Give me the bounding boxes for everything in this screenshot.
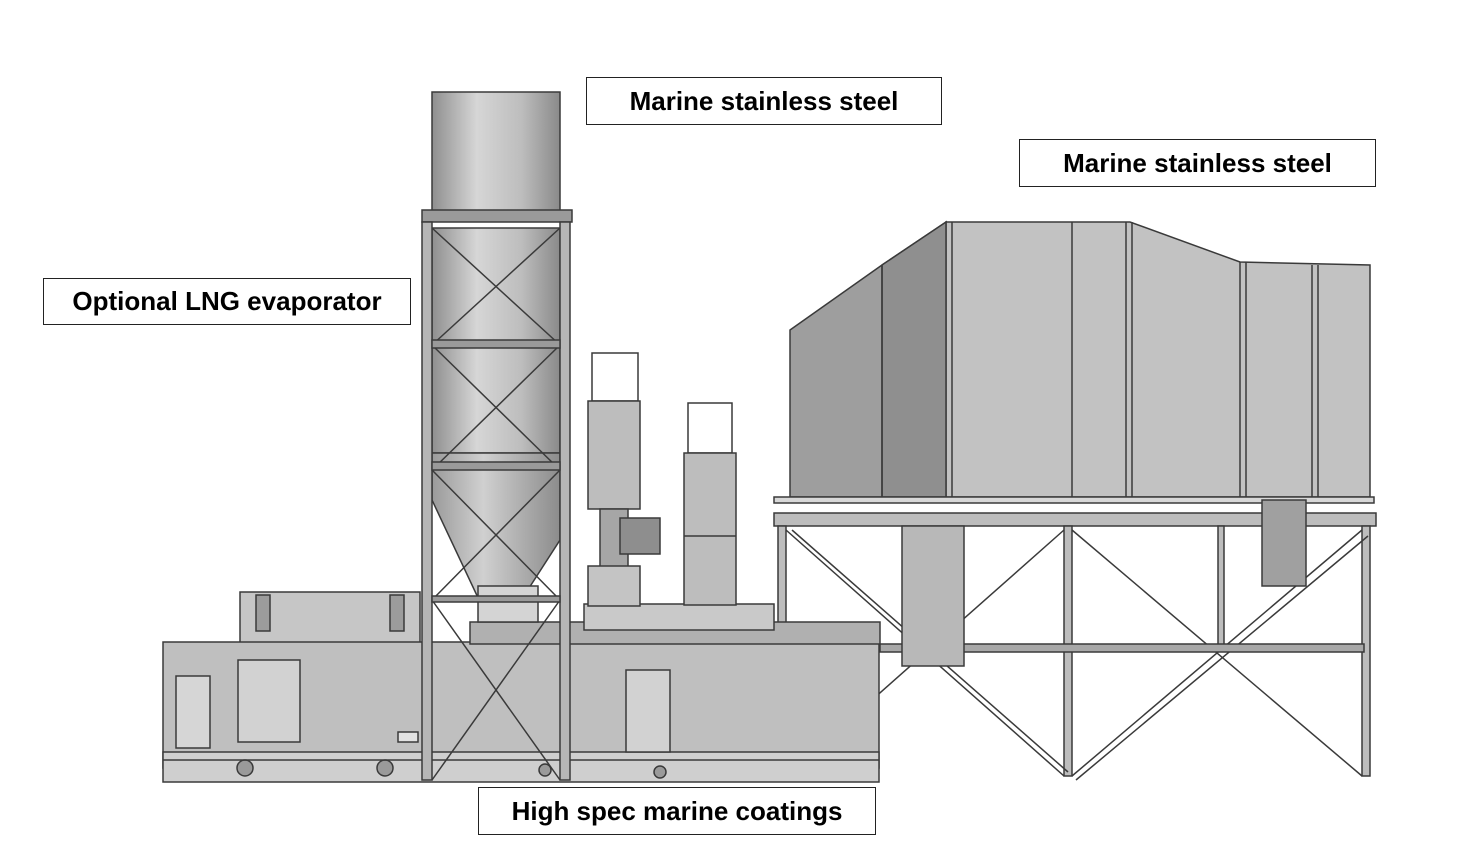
- marine-coatings-label: High spec marine coatings: [478, 787, 876, 835]
- vent-stack-1: [587, 352, 661, 607]
- stack-material-label: Marine stainless steel: [586, 77, 942, 125]
- exhaust-stack: [421, 91, 573, 781]
- vent-stack-2: [683, 402, 737, 606]
- duct-support-frame: [773, 496, 1377, 781]
- base-enclosure: [162, 591, 881, 783]
- exhaust-duct: [789, 220, 1371, 498]
- lng-evaporator-label: Optional LNG evaporator: [43, 278, 411, 325]
- duct-material-label: Marine stainless steel: [1019, 139, 1376, 187]
